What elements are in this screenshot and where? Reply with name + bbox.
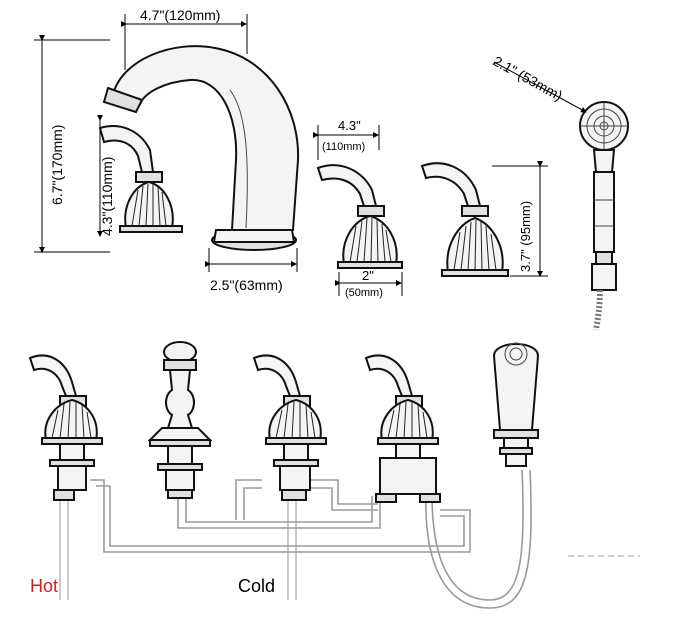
hand-shower-installed-illustration bbox=[492, 342, 540, 467]
handle-height-right-label: 3.7" (95mm) bbox=[518, 201, 533, 272]
valve-mixing-illustration bbox=[364, 354, 441, 503]
hot-label: Hot bbox=[30, 576, 58, 596]
plumbing-pipes bbox=[59, 469, 640, 609]
spout-reach-dimension: 4.7"(120mm) bbox=[121, 7, 248, 70]
spout-base-label: 2.5"(63mm) bbox=[210, 277, 283, 293]
handle-illustration-left bbox=[98, 125, 183, 233]
valve-hot-illustration bbox=[28, 354, 103, 501]
handle-base-dimension: 2" (50mm) bbox=[335, 268, 403, 299]
shower-head-dimension: 2.1" (53mm) bbox=[491, 53, 587, 113]
handle-height-right-dimension: 3.7" (95mm) bbox=[492, 161, 548, 277]
spout-height-label: 6.7"(170mm) bbox=[49, 125, 65, 205]
spout-reach-label: 4.7"(120mm) bbox=[140, 7, 220, 23]
handle-base-mm-label: (50mm) bbox=[345, 287, 383, 299]
spout-illustration bbox=[102, 45, 300, 251]
handle-height-left-label: 4.3"(110mm) bbox=[99, 157, 115, 236]
handle-illustration-right bbox=[420, 162, 509, 277]
diverter-illustration bbox=[147, 341, 213, 499]
shower-head-label: 2.1" (53mm) bbox=[491, 53, 566, 104]
handle-illustration-middle bbox=[316, 164, 403, 269]
cold-label: Cold bbox=[238, 576, 275, 596]
handle-reach-mm-label: (110mm) bbox=[322, 141, 365, 153]
spout-height-dimension: 6.7"(170mm) bbox=[34, 35, 110, 253]
handle-reach-dimension: 4.3" (110mm) bbox=[313, 118, 380, 160]
spout-base-dimension: 2.5"(63mm) bbox=[205, 248, 298, 293]
valve-cold-illustration bbox=[252, 354, 327, 501]
hand-shower-illustration bbox=[579, 101, 629, 331]
handle-height-left-dimension: 4.3"(110mm) bbox=[97, 115, 115, 237]
handle-reach-label: 4.3" bbox=[338, 118, 361, 133]
handle-base-label: 2" bbox=[362, 268, 374, 283]
